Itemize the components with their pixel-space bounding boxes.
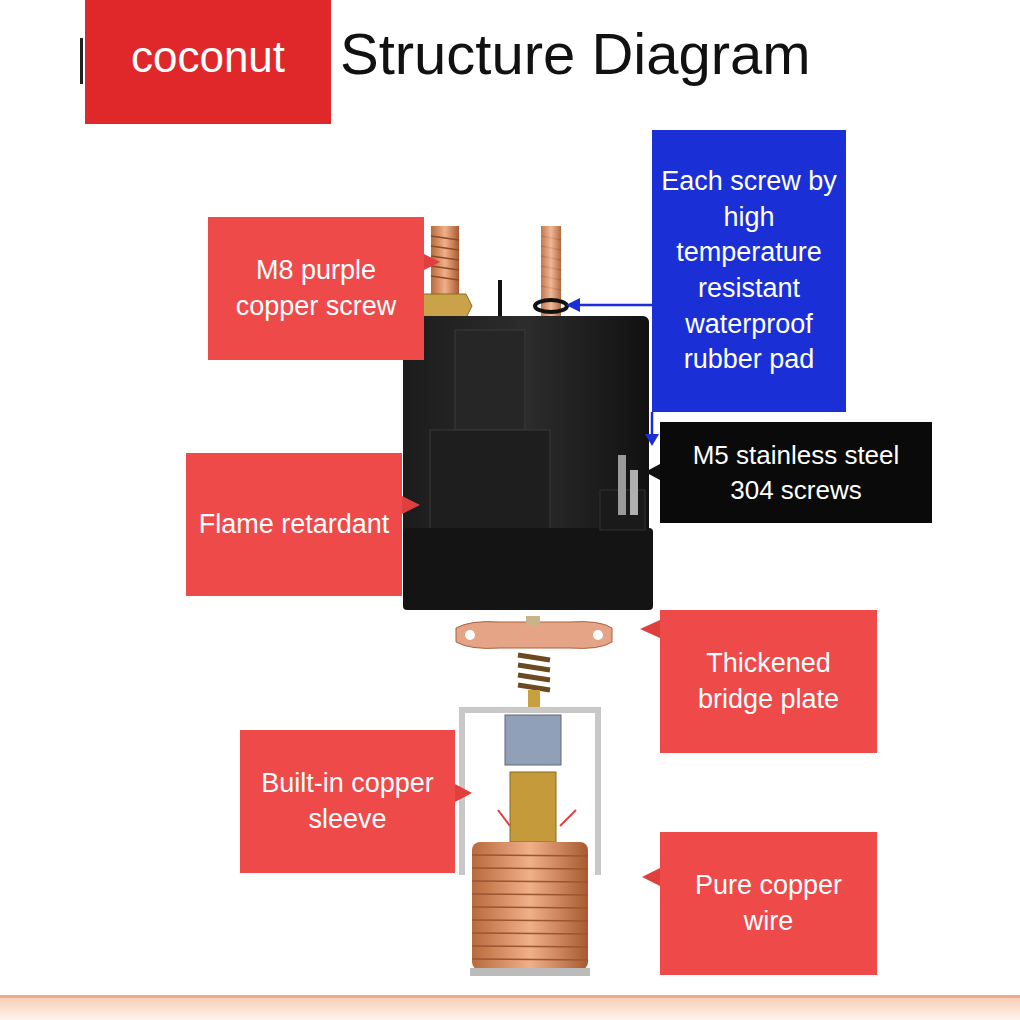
label-text: Built-in copper sleeve: [248, 766, 447, 837]
label-text: M5 stainless steel 304 screws: [668, 438, 924, 507]
label-text: M8 purple copper screw: [218, 253, 414, 324]
callout-box: Thickened bridge plate: [660, 610, 877, 753]
title: Structure Diagram: [340, 20, 811, 87]
label-text: Each screw by high temperature resistant…: [660, 164, 838, 378]
label-text: coconut: [131, 28, 285, 86]
label-text: Pure copper wire: [670, 868, 867, 939]
label-text: Thickened bridge plate: [670, 646, 867, 717]
logo-box: coconut: [85, 0, 331, 124]
callout-box: M5 stainless steel 304 screws: [660, 422, 932, 523]
callout-box: Flame retardant: [186, 453, 402, 596]
note-box: Each screw by high temperature resistant…: [652, 130, 846, 412]
label-text: Flame retardant: [199, 507, 390, 543]
callout-box: Pure copper wire: [660, 832, 877, 975]
callout-box: Built-in copper sleeve: [240, 730, 455, 873]
callout-box: M8 purple copper screw: [208, 217, 424, 360]
